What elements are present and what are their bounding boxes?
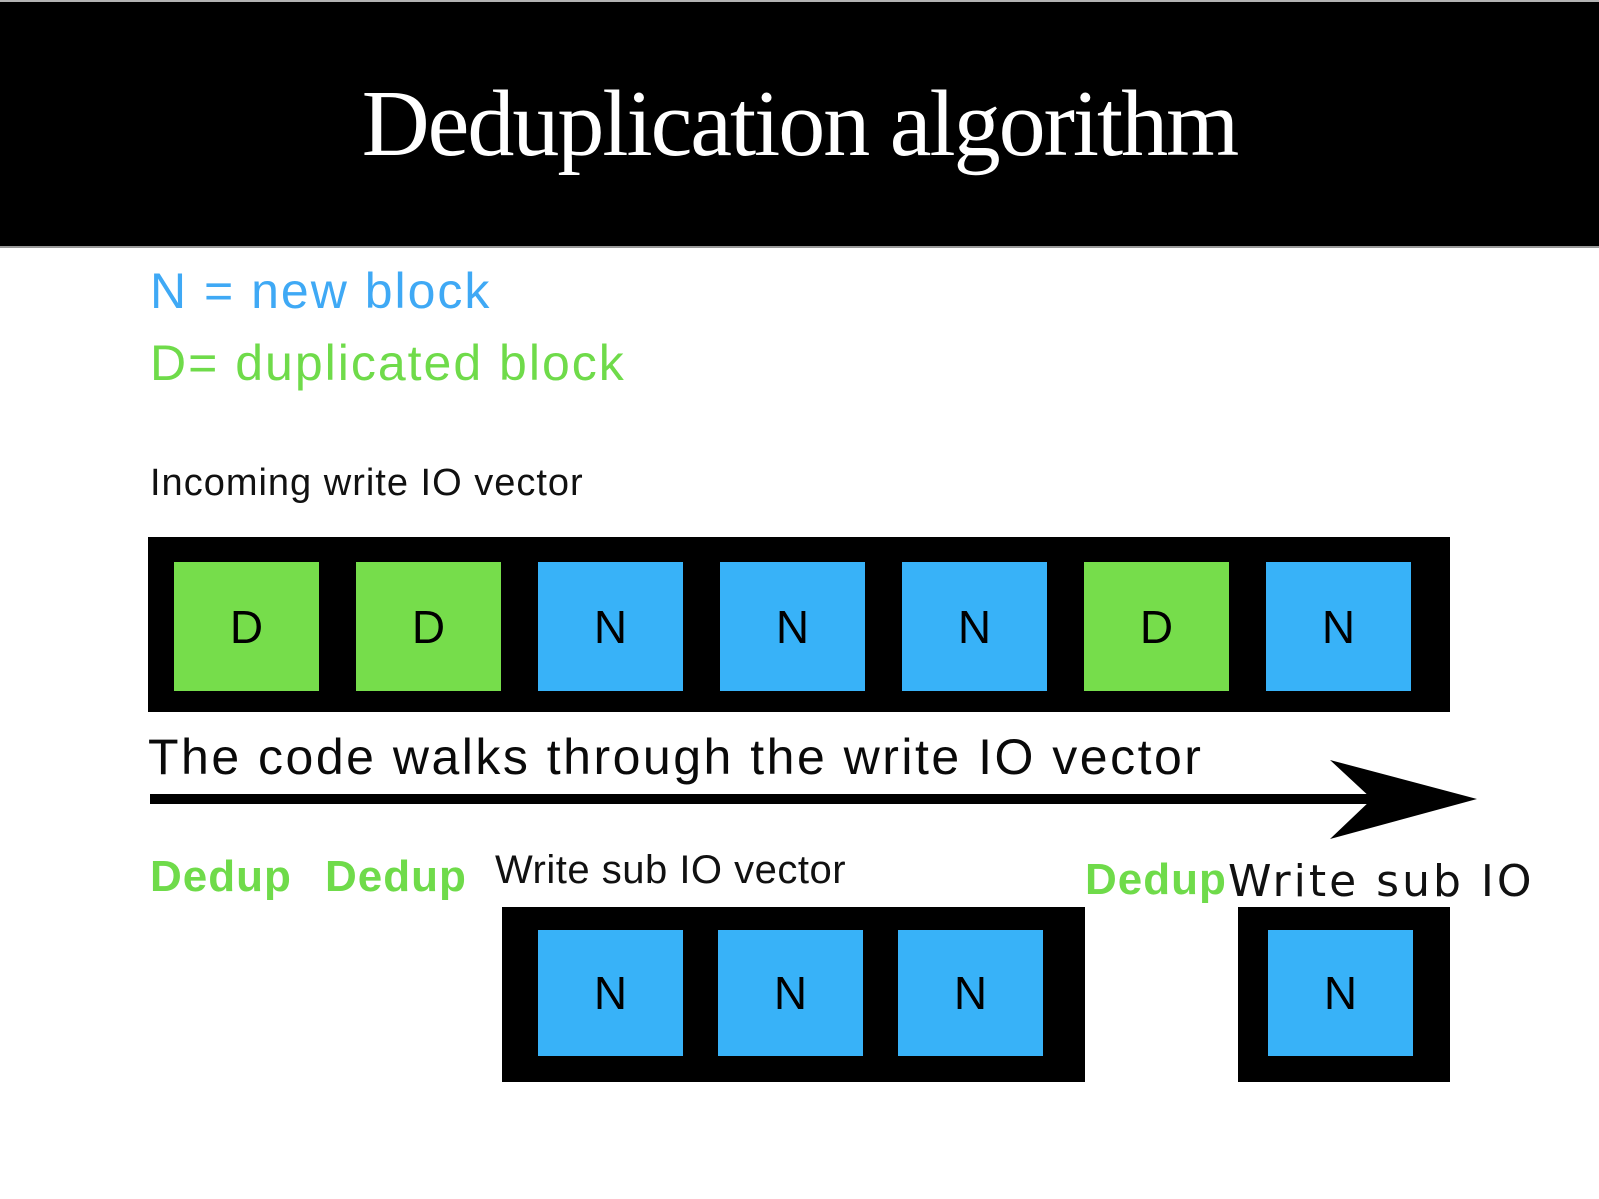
block-n: N — [718, 930, 863, 1056]
block-n: N — [898, 930, 1043, 1056]
incoming-vector-label: Incoming write IO vector — [150, 462, 584, 504]
block-n: N — [1268, 930, 1413, 1056]
legend-new-block: N = new block — [150, 263, 492, 319]
walk-text: The code walks through the write IO vect… — [148, 729, 1204, 785]
write-sub-io-vector-label-2: Write sub IO — [1228, 856, 1535, 907]
block-n: N — [902, 562, 1047, 691]
block-n: N — [1266, 562, 1411, 691]
block-n: N — [538, 930, 683, 1056]
block-n: N — [538, 562, 683, 691]
walk-arrow-icon — [150, 760, 1477, 839]
dedup-label-1: Dedup — [150, 852, 292, 901]
slide-title: Deduplication algorithm — [361, 72, 1240, 176]
block-n: N — [720, 562, 865, 691]
slide-header: Deduplication algorithm — [0, 0, 1599, 248]
write-sub-io-vector-2: N — [1238, 907, 1450, 1082]
block-d: D — [174, 562, 319, 691]
legend-duplicated-block: D= duplicated block — [150, 335, 626, 391]
write-sub-io-vector-label-1: Write sub IO vector — [495, 848, 847, 892]
block-d: D — [1084, 562, 1229, 691]
dedup-label-2: Dedup — [325, 852, 467, 901]
block-d: D — [356, 562, 501, 691]
dedup-label-3: Dedup — [1085, 855, 1227, 904]
